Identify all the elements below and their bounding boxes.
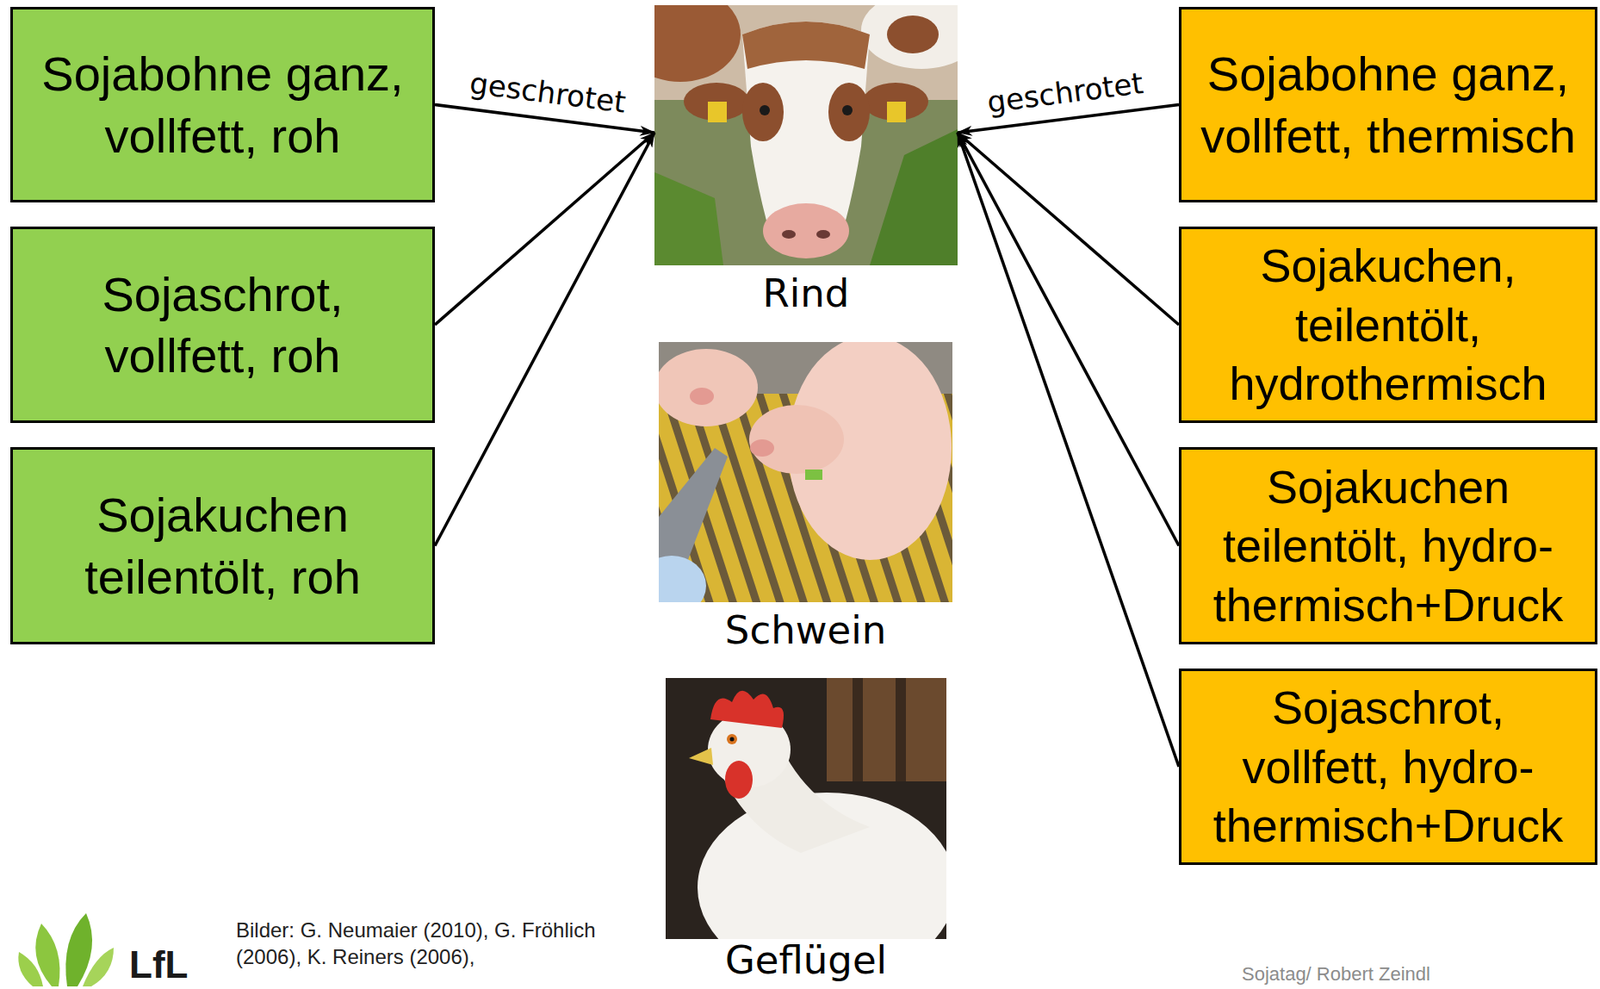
text-stack: Sojaschrot, vollfett, roh bbox=[26, 263, 419, 386]
hen-picture bbox=[665, 677, 947, 939]
feed-box: Sojaschrot, vollfett, roh bbox=[10, 226, 435, 423]
animal-photo: Rind bbox=[654, 5, 958, 316]
feed-box: Sojakuchen teilentölt, roh bbox=[10, 446, 435, 645]
feed-box: Sojabohne ganz, vollfett, thermisch bbox=[1178, 6, 1598, 203]
feed-label: Sojakuchen teilentölt, hydro- thermisch+… bbox=[1195, 457, 1582, 635]
feed-label: Sojabohne ganz, vollfett, thermisch bbox=[1195, 43, 1582, 166]
photo-frame bbox=[658, 341, 953, 602]
text-stack: Sojabohne ganz, vollfett, roh bbox=[26, 43, 419, 166]
animal-caption: Rind bbox=[654, 272, 958, 316]
feed-label: Sojaschrot, vollfett, roh bbox=[26, 263, 419, 386]
feed-label: Sojakuchen, teilentölt, hydrothermisch bbox=[1195, 235, 1582, 414]
photo-credit: Bilder: G. Neumaier (2010), G. Fröhlich … bbox=[235, 916, 641, 970]
text-stack: Sojabohne ganz, vollfett, thermisch bbox=[1195, 43, 1582, 166]
footer-note: Sojatag/ Robert Zeindl bbox=[1241, 963, 1431, 985]
feed-label: Sojaschrot, vollfett, hydro- thermisch+D… bbox=[1195, 677, 1582, 856]
logo-text: LfL bbox=[129, 945, 188, 984]
feed-box: Sojakuchen teilentölt, hydro- thermisch+… bbox=[1178, 446, 1598, 645]
text-stack: Sojakuchen teilentölt, hydro- thermisch+… bbox=[1195, 457, 1582, 635]
feed-arrow bbox=[957, 132, 1179, 546]
logo-leaves bbox=[18, 912, 114, 987]
text-stack: Sojakuchen teilentölt, roh bbox=[26, 483, 419, 607]
feed-arrow bbox=[434, 132, 655, 546]
photo-frame bbox=[654, 5, 958, 266]
text-stack: Sojaschrot, vollfett, hydro- thermisch+D… bbox=[1195, 677, 1582, 856]
animal-caption: Schwein bbox=[658, 608, 953, 652]
photo-frame bbox=[665, 677, 947, 939]
cow-picture bbox=[654, 5, 958, 266]
animal-photo: Geflügel bbox=[665, 677, 947, 980]
feed-box: Sojakuchen, teilentölt, hydrothermisch bbox=[1178, 226, 1598, 423]
feed-label: Sojakuchen teilentölt, roh bbox=[26, 483, 419, 607]
text-stack: Sojakuchen, teilentölt, hydrothermisch bbox=[1195, 235, 1582, 414]
feed-box: Sojaschrot, vollfett, hydro- thermisch+D… bbox=[1178, 668, 1598, 865]
feed-label: Sojabohne ganz, vollfett, roh bbox=[26, 43, 419, 166]
feed-arrow bbox=[957, 132, 1179, 767]
feed-arrow bbox=[434, 132, 655, 325]
feed-box: Sojabohne ganz, vollfett, roh bbox=[10, 6, 435, 203]
animal-caption: Geflügel bbox=[665, 940, 947, 980]
animal-photo: Schwein bbox=[658, 341, 953, 652]
pig-picture bbox=[658, 341, 953, 602]
